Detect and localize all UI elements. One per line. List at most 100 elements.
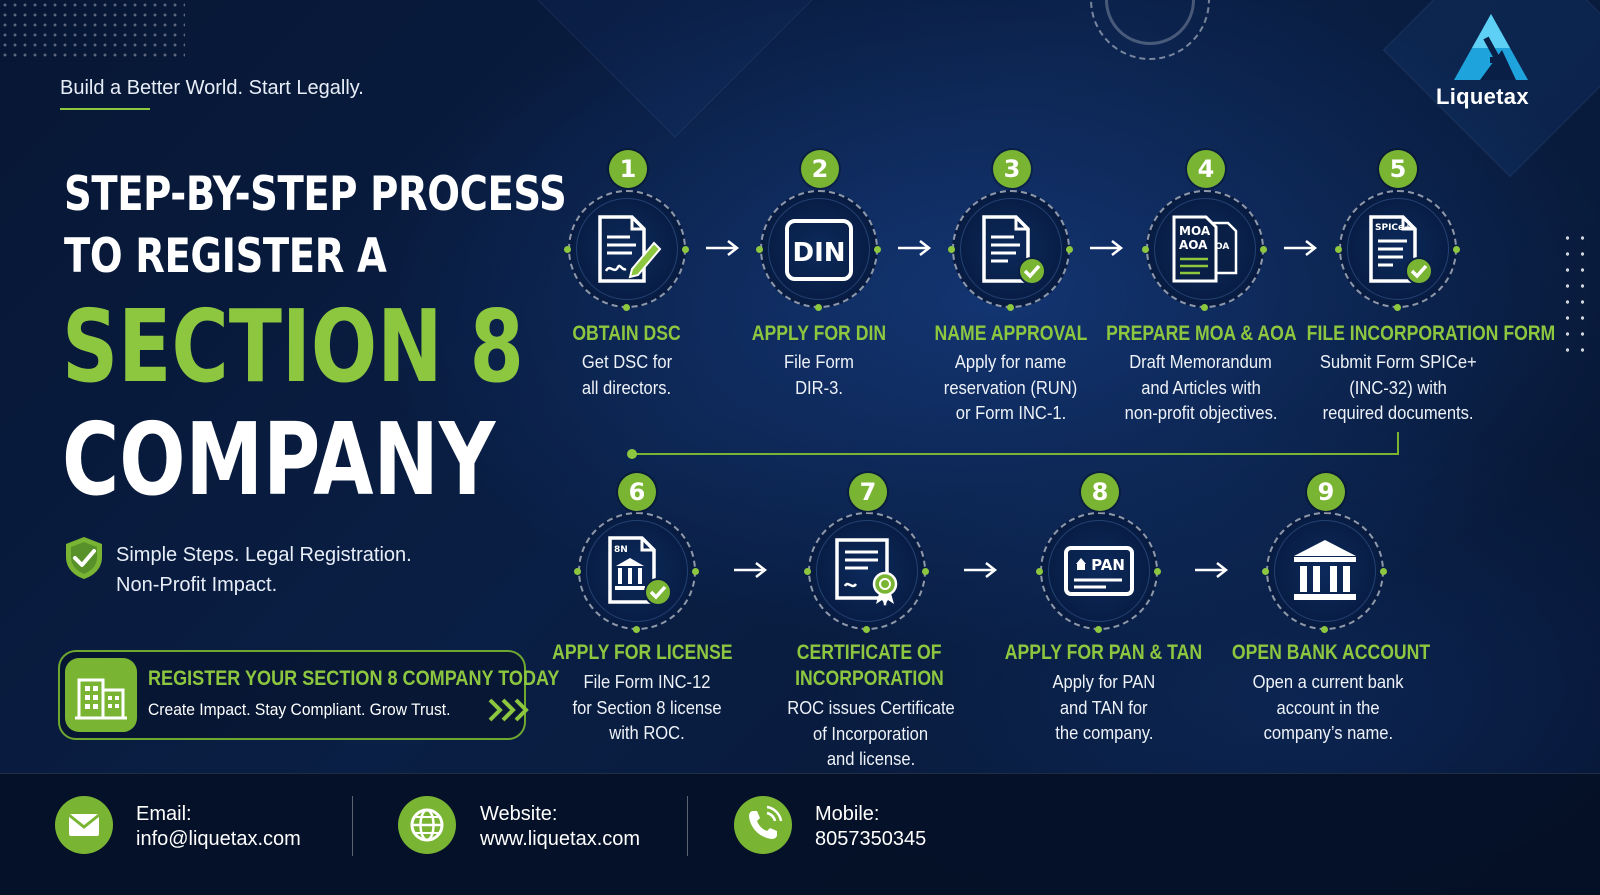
dot-grid-decoration-right: [1560, 230, 1590, 360]
footer-website-badge: [398, 796, 456, 854]
circle-dot: [804, 568, 811, 575]
circle-dot: [1066, 246, 1073, 253]
footer-email-badge: [55, 796, 113, 854]
circle-dot: [922, 568, 929, 575]
circle-dot: [1201, 304, 1208, 311]
simple-steps-text: Simple Steps. Legal Registration. Non-Pr…: [116, 540, 412, 600]
circle-dot: [1095, 626, 1102, 633]
circle-dot: [1335, 246, 1342, 253]
circle-dot: [1154, 568, 1161, 575]
page-title-line-1: STEP-BY-STEP PROCESS: [64, 167, 567, 222]
connector-dot: [627, 449, 637, 459]
license-bank-document-icon: 8N: [608, 536, 672, 606]
circle-dot: [874, 246, 881, 253]
step-3-circle: [952, 190, 1070, 308]
circle-dot: [1260, 246, 1267, 253]
step-4-badge: 4: [1187, 150, 1225, 188]
svg-text:DIN: DIN: [792, 238, 845, 268]
mobile-label: Mobile:: [815, 803, 880, 825]
step-1-title: OBTAIN DSC: [572, 322, 682, 345]
buildings-icon: [75, 678, 127, 720]
arrow-right-icon: [1090, 240, 1124, 256]
step-5-description: Submit Form SPICe+ (INC-32) with require…: [1319, 352, 1477, 423]
envelope-icon: [68, 813, 100, 836]
step-3-description: Apply for name reservation (RUN) or Form…: [944, 352, 1078, 423]
step-7-title: CERTIFICATE OF INCORPORATION: [794, 641, 944, 690]
svg-text:PAN: PAN: [1091, 556, 1125, 574]
step-3-badge: 3: [993, 150, 1031, 188]
circle-dot: [1453, 246, 1460, 253]
footer-bar: [0, 773, 1600, 895]
step-7-circle: [808, 512, 926, 630]
step-1-badge: 1: [609, 150, 647, 188]
circle-dot: [692, 568, 699, 575]
arrow-right-icon: [964, 562, 998, 578]
arrow-right-icon: [898, 240, 932, 256]
cta-subtitle: Create Impact. Stay Compliant. Grow Trus…: [148, 700, 451, 719]
website-link[interactable]: www.liquetax.com: [480, 828, 641, 850]
mobile-link[interactable]: 8057350345: [815, 828, 927, 850]
footer-divider: [352, 796, 353, 856]
website-label: Website:: [480, 803, 558, 825]
circle-dot: [1321, 626, 1328, 633]
circle-dot: [948, 246, 955, 253]
circle-dot: [1142, 246, 1149, 253]
arrow-right-icon: [1195, 562, 1229, 578]
arrow-right-icon: [706, 240, 740, 256]
circle-dot: [682, 246, 689, 253]
step-5-title: FILE INCORPORATION FORM: [1306, 322, 1556, 345]
circle-dot: [1262, 568, 1269, 575]
circle-dot: [1036, 568, 1043, 575]
pan-card-icon: PAN: [1064, 546, 1134, 596]
svg-text:MOA: MOA: [1179, 224, 1211, 238]
step-2-title: APPLY FOR DIN: [751, 322, 887, 345]
step-6-title: APPLY FOR LICENSE: [551, 641, 733, 664]
step-6-description: File Form INC-12 for Section 8 license w…: [572, 672, 722, 743]
step-6-badge: 6: [618, 473, 656, 511]
bank-building-icon: [1294, 540, 1356, 600]
page-title-line-3: SECTION 8: [62, 288, 524, 405]
arrow-right-icon: [734, 562, 768, 578]
circle-dot: [623, 304, 630, 311]
circle-dot: [815, 304, 822, 311]
email-label: Email:: [136, 803, 192, 825]
step-8-description: Apply for PAN and TAN for the company.: [1052, 672, 1156, 743]
chevrons-right-icon: [488, 698, 529, 722]
cta-title: REGISTER YOUR SECTION 8 COMPANY TODAY: [148, 667, 560, 690]
logo-text: Liquetax: [1436, 84, 1529, 109]
step-8-badge: 8: [1081, 473, 1119, 511]
circle-dot: [863, 626, 870, 633]
page-title-line-4: COMPANY: [62, 401, 496, 518]
footer-mobile-badge: [734, 796, 792, 854]
step-9-title: OPEN BANK ACCOUNT: [1231, 641, 1431, 664]
circle-dot: [1380, 568, 1387, 575]
page-title-line-2: TO REGISTER A: [64, 229, 387, 284]
circle-dot: [633, 626, 640, 633]
step-4-description: Draft Memorandum and Articles with non-p…: [1124, 352, 1278, 423]
tagline: Build a Better World. Start Legally.: [60, 77, 364, 99]
diamond-decoration: [512, 0, 838, 138]
step-1-description: Get DSC for all directors.: [581, 352, 673, 398]
step-2-description: File Form DIR-3.: [784, 352, 854, 398]
phone-icon: [749, 805, 783, 839]
circle-dot: [1007, 304, 1014, 311]
svg-text:8N: 8N: [614, 545, 628, 555]
svg-text:SPICe+: SPICe+: [1375, 223, 1412, 233]
circle-dot: [1394, 304, 1401, 311]
cta-icon-tile: [65, 658, 137, 732]
globe-icon: [410, 808, 444, 842]
svg-text:AOA: AOA: [1208, 242, 1229, 252]
step-9-badge: 9: [1307, 473, 1345, 511]
din-card-icon: DIN: [785, 219, 853, 281]
step-7-description: ROC issues Certificate of Incorporation …: [787, 698, 955, 769]
document-check-icon: [982, 215, 1046, 285]
step-7-badge: 7: [849, 473, 887, 511]
step-5-badge: 5: [1379, 150, 1417, 188]
spice-form-check-icon: SPICe+: [1369, 215, 1433, 285]
circle-dot: [574, 568, 581, 575]
step-8-title: APPLY FOR PAN & TAN: [1004, 641, 1203, 664]
document-signature-icon: [598, 215, 662, 283]
step-2-badge: 2: [801, 150, 839, 188]
circle-dot: [564, 246, 571, 253]
email-link[interactable]: info@liquetax.com: [136, 828, 301, 850]
